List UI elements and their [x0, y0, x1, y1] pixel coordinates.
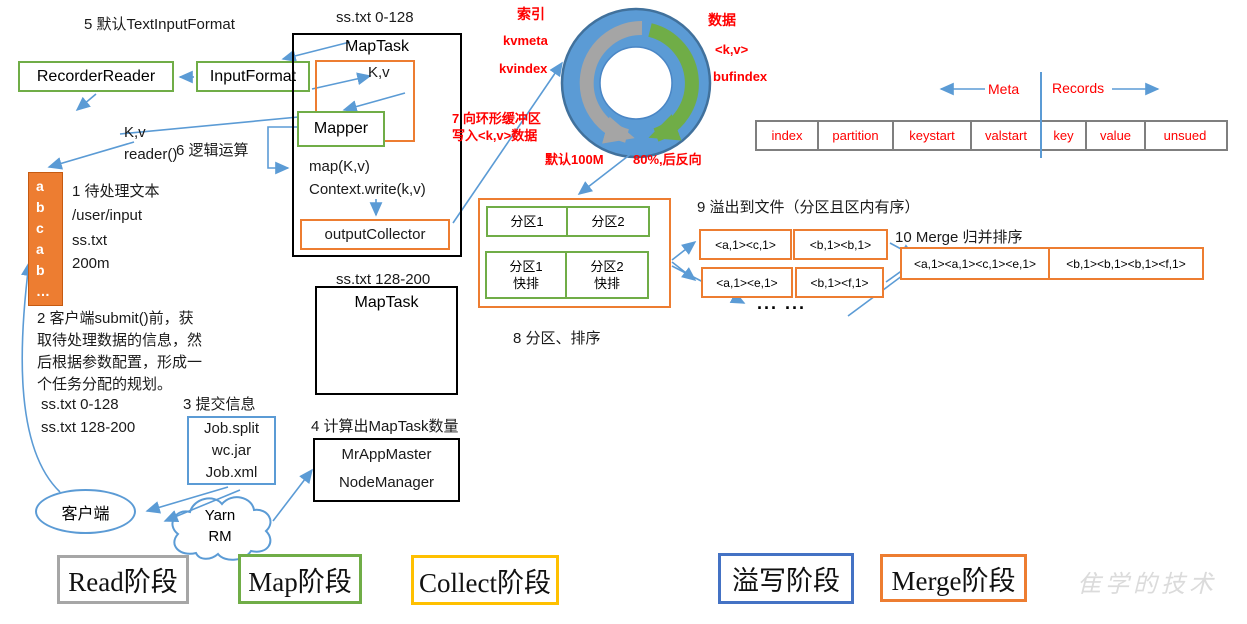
- meta-direction-arrow: [579, 20, 643, 144]
- table-cell: key: [1042, 122, 1087, 149]
- records-label: Records: [1052, 80, 1105, 96]
- buffer-default-label: 默认100M: [545, 152, 604, 167]
- stage-spill: 溢写阶段: [718, 553, 854, 604]
- step1-label: 1 待处理文本 /user/input: [72, 183, 160, 224]
- table-cell: value: [1087, 122, 1146, 149]
- input-split-block: a b c a b …: [28, 172, 63, 306]
- job-files-box: Job.split wc.jar Job.xml: [203, 419, 260, 481]
- ring-kvmeta-label: kvmeta: [503, 33, 548, 48]
- ring-kvindex-label: kvindex: [499, 61, 548, 76]
- input-format-box: InputFormat: [209, 67, 297, 85]
- merged-file-box: <a,1><a,1><c,1><e,1> <b,1><b,1><b,1><f,1…: [900, 247, 1204, 280]
- stage-map: Map阶段: [238, 554, 362, 604]
- ring-bufindex-label: bufindex: [713, 69, 768, 84]
- meta-records-table: index partition keystart valstart key va…: [755, 120, 1228, 151]
- partition1-sorted-cell: 分区1 快排: [485, 251, 567, 299]
- step10-label: 10 Merge 归并排序: [895, 229, 1023, 246]
- kv-reader-label: K,v reader(): [124, 124, 178, 163]
- map-fn-label: map(K,v) Context.write(k,v): [309, 158, 426, 198]
- partition2-sorted-cell: 分区2 快排: [565, 251, 649, 299]
- partition2-cell: 分区2: [566, 206, 650, 237]
- partition-group-box: [478, 198, 671, 308]
- mapper-box: Mapper: [313, 120, 369, 137]
- client-ellipse: 客户端: [61, 505, 110, 523]
- maptask1-title: ss.txt 0-128: [336, 9, 414, 26]
- step5-label: 5 默认TextInputFormat: [84, 16, 235, 33]
- output-collector-box: outputCollector: [324, 225, 426, 243]
- yarn-cloud-shape: [171, 496, 272, 561]
- split-plan-label: ss.txt 0-128 ss.txt 128-200: [41, 396, 136, 436]
- maptask2-title: ss.txt 128-200: [336, 271, 431, 288]
- step3-label: 3 提交信息: [183, 396, 256, 413]
- meta-records-divider: [1040, 72, 1042, 158]
- stage-merge: Merge阶段: [880, 554, 1027, 602]
- stage-read: Read阶段: [57, 555, 189, 604]
- merged-cell: <b,1><b,1><b,1><f,1>: [1066, 256, 1186, 271]
- table-cell: partition: [819, 122, 894, 149]
- spill-file-cell: <a,1><e,1>: [701, 267, 793, 298]
- maptask1-box-label: MapTask: [344, 38, 410, 55]
- ring-buffer-shape: [560, 7, 712, 159]
- spill-file-cell: <a,1><c,1>: [699, 229, 792, 260]
- node-manager-label: NodeManager: [338, 474, 435, 491]
- input-file-label: ss.txt 200m: [72, 232, 110, 272]
- recorder-reader-box: RecorderReader: [36, 67, 156, 85]
- merged-cell: <a,1><a,1><c,1><e,1>: [902, 249, 1050, 278]
- data-direction-arrow: [648, 23, 699, 142]
- ring-data-label: 数据: [708, 12, 736, 28]
- table-cell: keystart: [894, 122, 972, 149]
- yarn-rm-label: Yarn RM: [204, 507, 236, 545]
- table-cell: index: [757, 122, 819, 149]
- meta-label: Meta: [988, 81, 1020, 97]
- step2-note: 2 客户端submit()前，获 取待处理数据的信息，然 后根据参数配置，形成一…: [37, 310, 203, 393]
- step4-label: 4 计算出MapTask数量: [311, 418, 459, 435]
- spill-ellipsis: ... ...: [757, 293, 807, 313]
- table-cell: unsued: [1146, 122, 1224, 149]
- stage-collect: Collect阶段: [411, 555, 559, 605]
- watermark: 隹学的技术: [1077, 572, 1217, 598]
- buffer-backward-label: 80%,后反向: [633, 152, 702, 167]
- kv-label: K,v: [368, 64, 390, 81]
- ring-index-label: 索引: [517, 6, 545, 22]
- spill-file-cell: <b,1><f,1>: [795, 267, 884, 298]
- spill-file-cell: <b,1><b,1>: [793, 229, 888, 260]
- table-cell: valstart: [972, 122, 1042, 149]
- mr-app-master-label: MrAppMaster: [341, 446, 432, 463]
- ring-kv-label: <k,v>: [715, 42, 749, 57]
- partition1-cell: 分区1: [486, 206, 568, 237]
- step8-label: 8 分区、排序: [513, 330, 601, 347]
- step6-label: 6 逻辑运算: [176, 142, 249, 159]
- step7-label: 7 向环形缓冲区 写入<k,v>数据: [452, 111, 541, 143]
- step9-label: 9 溢出到文件（分区且区内有序）: [697, 199, 920, 216]
- maptask2-box-label: MapTask: [354, 294, 419, 311]
